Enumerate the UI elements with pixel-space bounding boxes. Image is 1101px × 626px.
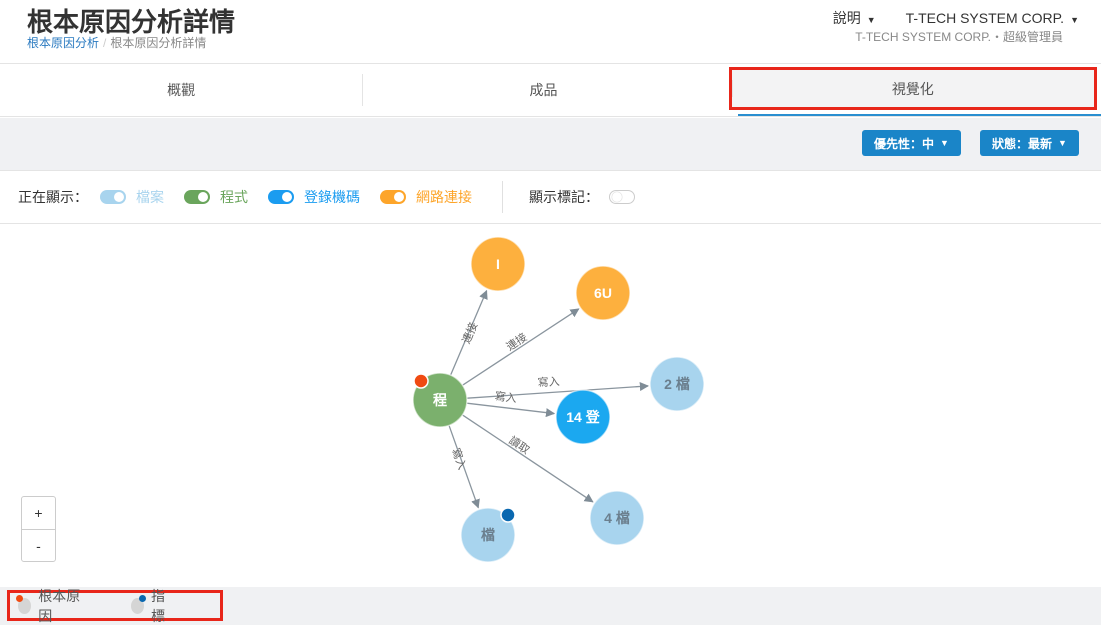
breadcrumb-current: 根本原因分析詳情 <box>110 36 207 50</box>
node-label: 6U <box>594 285 612 301</box>
tab-visualization[interactable]: 視覺化 <box>728 67 1097 110</box>
help-menu[interactable]: 說明▼ <box>832 10 876 26</box>
legend-bar: 根本原因 指標 <box>0 587 1101 625</box>
markers-label: 顯示標記： <box>529 189 599 205</box>
edge <box>466 381 649 399</box>
toggle-label: 程式 <box>220 189 248 205</box>
edge <box>448 425 480 509</box>
node-label: 14 登 <box>566 409 600 425</box>
node-circle[interactable] <box>575 265 631 321</box>
toggle-switch[interactable] <box>184 190 210 204</box>
toggle-label: 登錄機碼 <box>304 189 360 205</box>
root-cause-marker-icon <box>16 594 32 614</box>
legend-root-cause: 根本原因 <box>16 586 85 626</box>
edge-label: 寫入 <box>449 446 470 471</box>
node-circle[interactable] <box>589 490 645 546</box>
toggle-label: 檔案 <box>136 189 164 205</box>
node-label: 檔 <box>481 527 495 543</box>
edge-label: 寫入 <box>537 374 560 389</box>
indicator-marker <box>500 507 516 523</box>
graph-node[interactable]: 4 檔 <box>589 490 645 546</box>
node-label: 2 檔 <box>664 376 690 392</box>
priority-dropdown[interactable]: 優先性：中▼ <box>862 130 961 156</box>
status-dropdown[interactable]: 狀態：最新▼ <box>980 130 1079 156</box>
edge <box>462 414 594 503</box>
breadcrumb: 根本原因分析/根本原因分析詳情 <box>27 36 207 50</box>
graph-node[interactable]: 程 <box>412 372 468 428</box>
edge-label: 連接 <box>459 320 481 346</box>
filter-bar: 正在顯示： 檔案 程式 登錄機碼 網路連接 顯示標記： <box>0 170 1101 224</box>
edge <box>449 289 488 376</box>
zoom-controls: + - <box>21 496 56 562</box>
caret-down-icon: ▼ <box>866 15 876 25</box>
toggle-switch[interactable] <box>380 190 406 204</box>
node-circle[interactable] <box>412 372 468 428</box>
tab-overview[interactable]: 概觀 <box>167 82 196 98</box>
node-label: 4 檔 <box>604 510 630 526</box>
node-circle[interactable] <box>555 389 611 445</box>
zoom-out-button[interactable]: - <box>22 529 55 561</box>
graph-node[interactable]: 檔 <box>460 507 516 563</box>
graph-node[interactable]: 2 檔 <box>649 356 705 412</box>
toggle-switch[interactable] <box>100 190 126 204</box>
tab-bar: 概觀 成品 視覺化 <box>0 63 1101 117</box>
toggle-files[interactable]: 檔案 <box>100 187 164 207</box>
edge-label: 寫入 <box>494 389 517 405</box>
node-label: I <box>496 256 500 272</box>
toggle-network[interactable]: 網路連接 <box>380 187 472 207</box>
caret-down-icon: ▼ <box>940 138 949 148</box>
page-title: 根本原因分析詳情 <box>27 7 236 37</box>
org-menu[interactable]: T-TECH SYSTEM CORP.▼ <box>905 10 1079 26</box>
edge-label: 讀取 <box>506 433 532 457</box>
node-circle[interactable] <box>460 507 516 563</box>
toggle-label: 網路連接 <box>416 189 472 205</box>
edge <box>466 402 556 418</box>
showing-label: 正在顯示： <box>18 189 88 205</box>
indicator-marker-icon <box>130 594 146 614</box>
tab-artifacts[interactable]: 成品 <box>362 64 724 116</box>
user-info: T-TECH SYSTEM CORP.・超級管理員 <box>855 30 1063 44</box>
toolbar: 優先性：中▼ 狀態：最新▼ <box>0 118 1101 170</box>
graph-canvas[interactable]: 連接連接寫入寫入寫入讀取程I6U2 檔14 登檔4 檔 <box>0 224 1101 586</box>
toggle-registry[interactable]: 登錄機碼 <box>268 187 360 207</box>
legend-indicator: 指標 <box>130 586 174 626</box>
divider <box>502 181 503 213</box>
root-cause-marker <box>413 373 429 389</box>
edge <box>462 308 580 386</box>
toggle-processes[interactable]: 程式 <box>184 187 248 207</box>
breadcrumb-link[interactable]: 根本原因分析 <box>27 36 100 50</box>
markers-toggle[interactable] <box>609 190 635 204</box>
node-label: 程 <box>433 392 447 408</box>
zoom-in-button[interactable]: + <box>34 505 43 521</box>
node-circle[interactable] <box>470 236 526 292</box>
graph-node[interactable]: I <box>470 236 526 292</box>
graph-node[interactable]: 6U <box>575 265 631 321</box>
caret-down-icon: ▼ <box>1070 15 1079 25</box>
node-circle[interactable] <box>649 356 705 412</box>
edge-label: 連接 <box>503 330 529 354</box>
caret-down-icon: ▼ <box>1058 138 1067 148</box>
graph-node[interactable]: 14 登 <box>555 389 611 445</box>
active-tab-indicator <box>738 114 1101 116</box>
toggle-switch[interactable] <box>268 190 294 204</box>
